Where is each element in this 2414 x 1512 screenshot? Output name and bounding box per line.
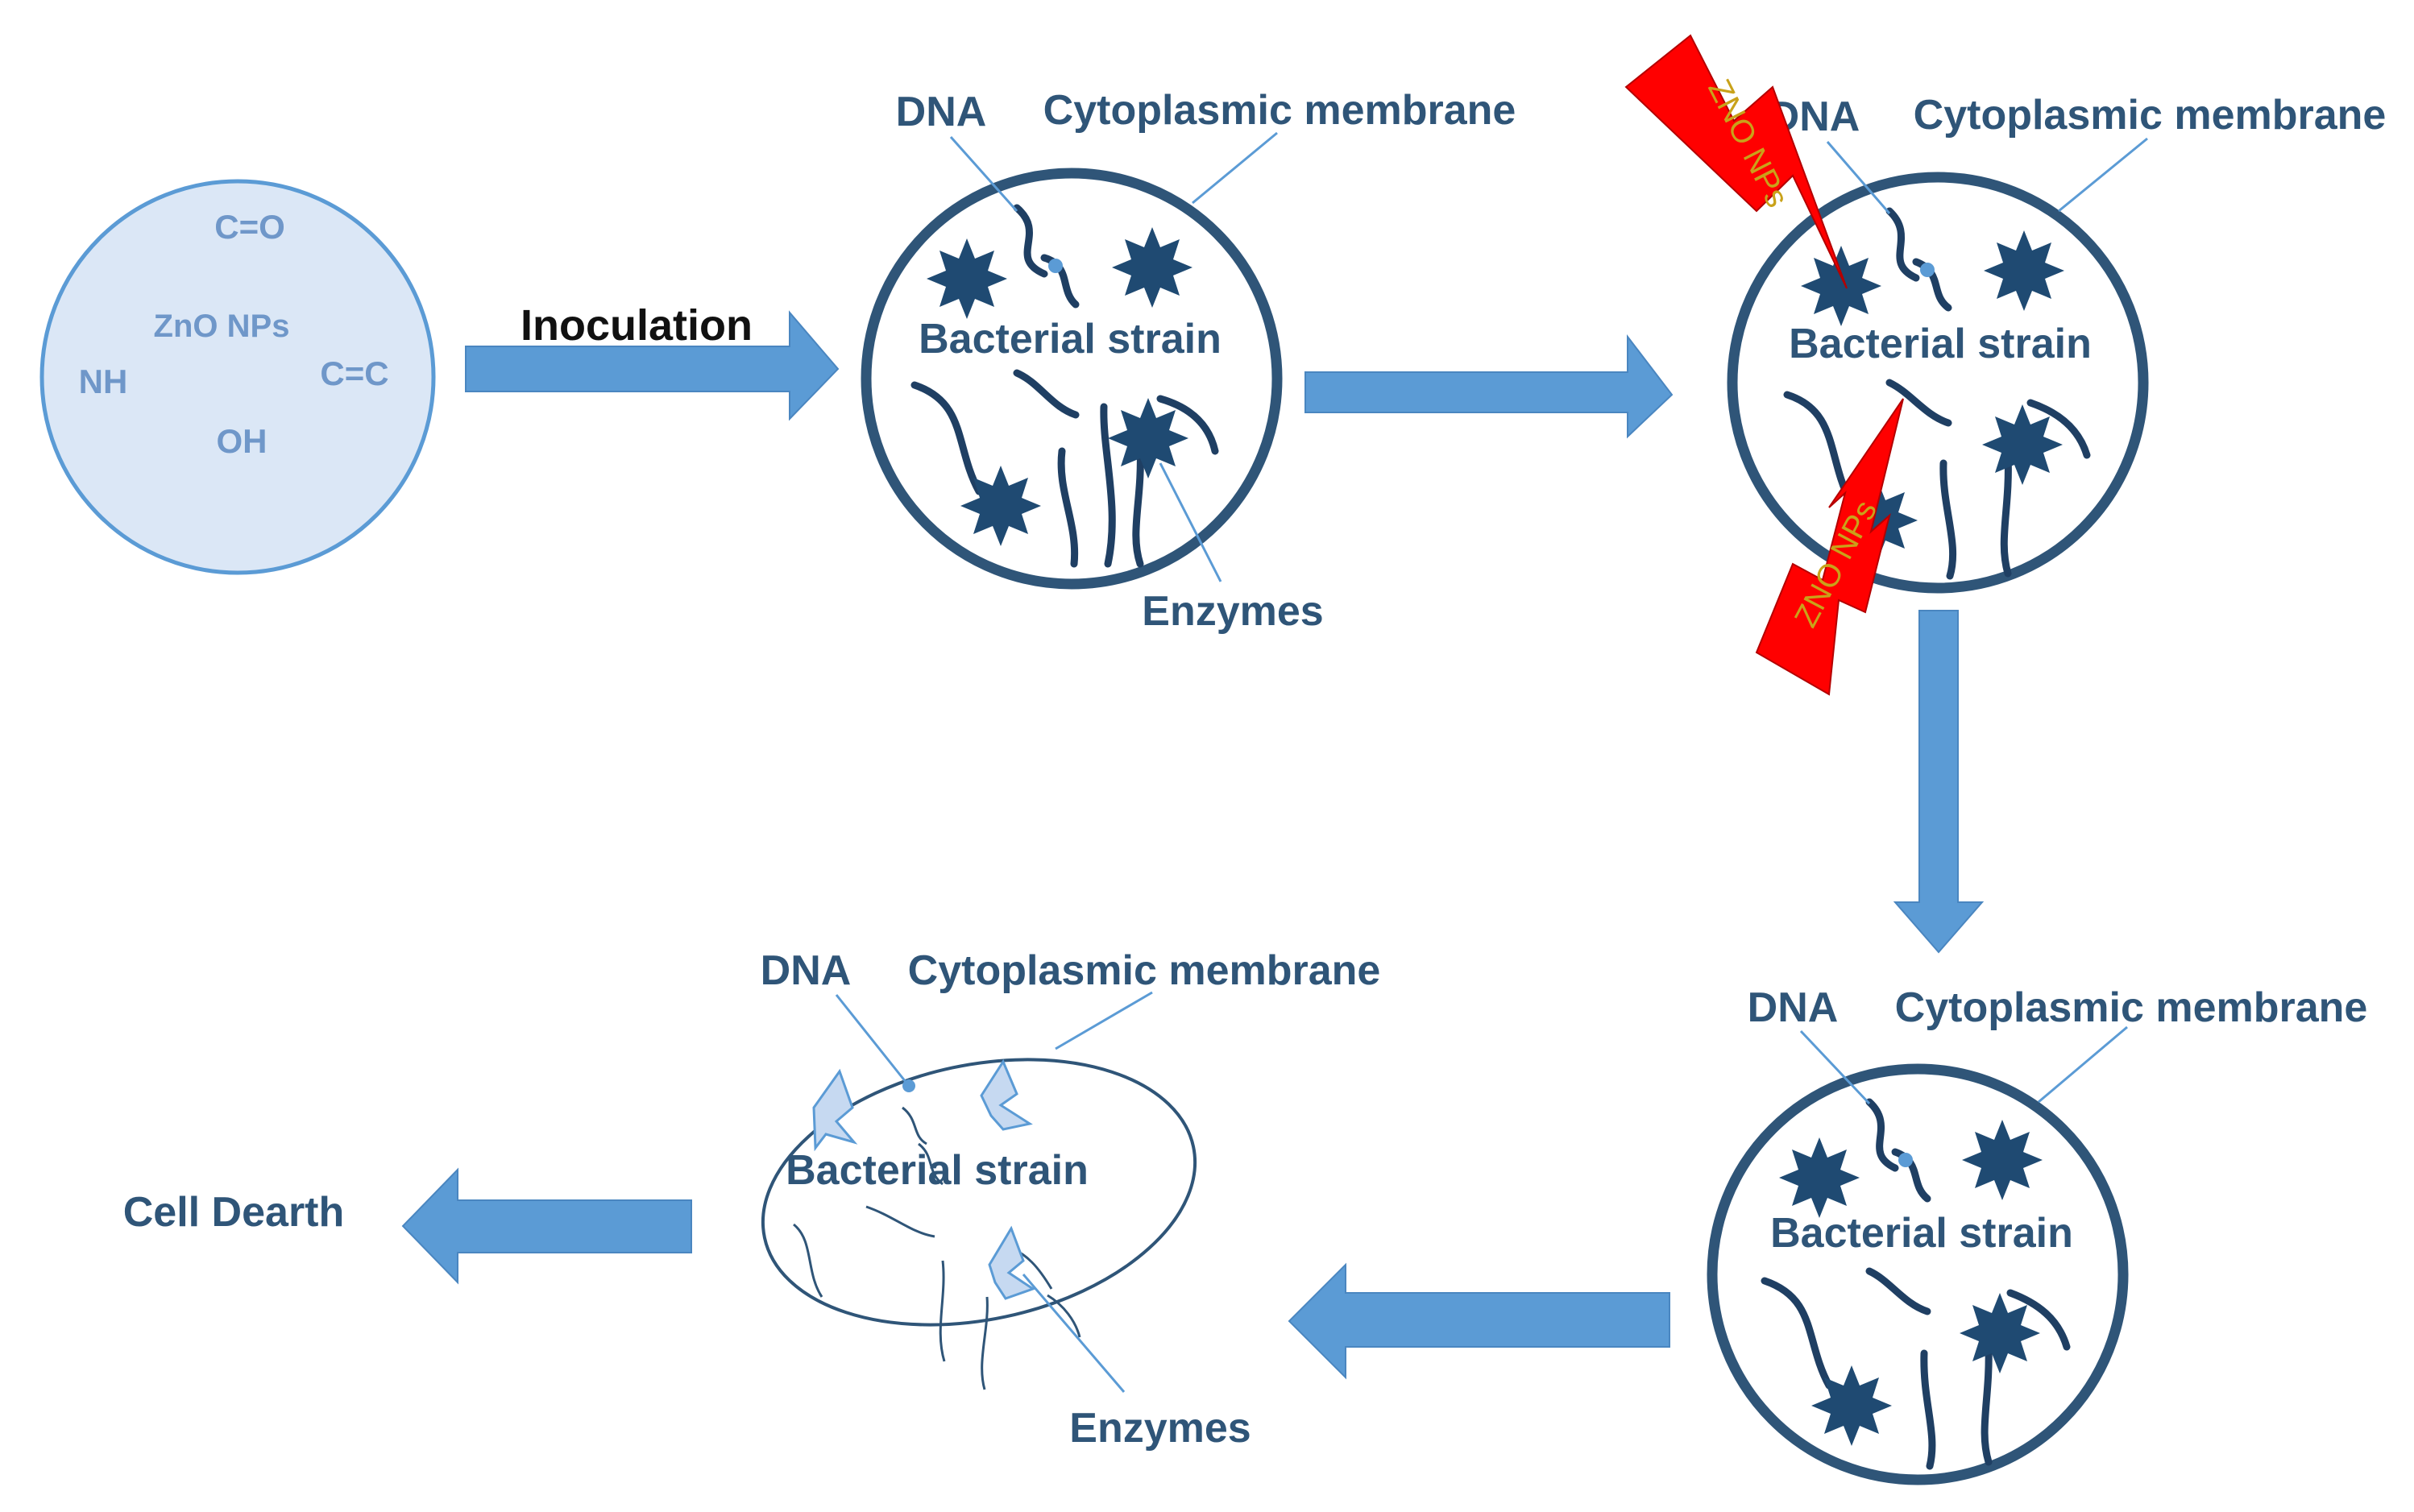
dna-fragment [793,1223,823,1298]
membrane-leader-line [2058,137,2148,213]
dna-strand [1132,443,1144,568]
process-arrow-left [401,1167,692,1285]
process-arrow-down [1893,610,1985,954]
nanoparticle-label: ZnO NPs [154,309,290,344]
bacterial-cell-damaged: DNA Cytoplasmic membrane Bacterial strai… [1707,984,2368,1485]
dna-strand [1865,1098,1899,1172]
dna-strand [2006,1289,2071,1351]
enzymes-leader-line [1022,1274,1126,1393]
enzyme-fragment [980,1058,1033,1131]
enzyme-fragment [812,1068,858,1152]
dna-leader-line [835,994,910,1087]
enzyme-icon [1982,404,2063,485]
enzyme-icon [960,466,1041,546]
strain-label: Bacterial strain [1789,321,2092,367]
dna-marker [1048,259,1063,273]
bacterial-cell-ruptured: DNA Cytoplasmic membrane Bacterial strai… [761,947,1381,1452]
enzyme-icon [1811,1365,1892,1446]
process-arrow-left [1288,1262,1670,1380]
outcome-label: Cell Dearth [123,1189,345,1236]
enzyme-icon [1112,227,1192,308]
dna-fragment [981,1296,989,1390]
dna-strand [1885,207,1920,282]
dna-strand [1981,1343,1993,1466]
enzyme-icon [1108,398,1188,478]
dna-fragment [918,1142,944,1186]
enzyme-icon [1801,246,1881,326]
membrane-label: Cytoplasmic membrane [1043,87,1516,134]
membrane-leader-line [1192,131,1278,205]
enzyme-icon [927,238,1007,319]
dna-strand [1920,1349,1936,1470]
dna-label: DNA [761,947,852,994]
dna-strand [1761,1277,1833,1390]
dna-strand [1013,369,1080,419]
strain-label: Bacterial strain [786,1147,1089,1194]
dna-strand [1013,204,1048,278]
bacterial-cell-healthy: DNA Cytoplasmic membrane Bacterial strai… [861,87,1516,635]
dna-strand [910,381,983,495]
dna-label: DNA [1748,984,1839,1031]
cell-membrane [1727,172,2149,594]
zno-nanoparticle: ZnO NPs C=O NH C=C OH [39,179,436,575]
inoculation-label: Inoculation [521,301,753,350]
dna-fragment [1047,1294,1081,1338]
strain-label: Bacterial strain [919,316,1222,362]
enzymes-label: Enzymes [1142,588,1323,635]
enzyme-icon [1984,230,2064,311]
strain-label: Bacterial strain [1770,1210,2073,1257]
enzyme-fragment [988,1225,1036,1300]
membrane-leader-line [1055,991,1153,1050]
functional-group-hydroxyl: OH [217,422,268,460]
dna-leader-line [949,136,1018,212]
functional-group-alkene: C=C [320,354,388,392]
bolt-icon [1624,34,1848,289]
dna-strand [1865,1267,1931,1315]
dna-strand [1057,447,1079,568]
dna-strand [1885,379,1952,427]
dna-strand [1156,395,1219,455]
dna-strand [2000,451,2012,578]
dna-marker [1898,1153,1913,1167]
dna-leader-line [1799,1029,1871,1105]
dna-fragment [939,1260,946,1362]
dna-fragment [902,1106,927,1145]
enzymes-label: Enzymes [1069,1405,1251,1452]
dna-strand [1100,403,1116,568]
dna-marker [1920,263,1935,277]
nanoparticle-sphere [39,179,436,575]
membrane-label: Cytoplasmic membrane [1914,92,2387,139]
dna-fragment [865,1205,935,1238]
cell-membrane [1707,1063,2129,1485]
membrane-label: Cytoplasmic membrane [1895,984,2368,1031]
enzyme-icon [1962,1120,2043,1200]
dna-strand [1783,391,1853,503]
functional-group-amine: NH [79,362,128,400]
bolt-icon [1755,398,1904,696]
enzyme-icon [1960,1293,2040,1373]
process-arrow [1304,334,1674,439]
membrane-label: Cytoplasmic membrane [908,947,1381,994]
dna-label: DNA [896,89,987,135]
enzyme-icon [1779,1137,1860,1218]
inoculation-arrow [465,310,840,421]
ruptured-membrane [761,1058,1197,1327]
membrane-leader-line [2038,1025,2128,1104]
dna-strand [1939,459,1957,580]
enzymes-leader-line [1159,462,1222,582]
functional-group-carbonyl: C=O [214,208,285,246]
bacterial-cell-attacked: DNA Cytoplasmic membrane Bacterial strai… [1624,34,2387,696]
dna-leader-line [1826,141,1891,214]
dna-strand [2026,399,2091,459]
